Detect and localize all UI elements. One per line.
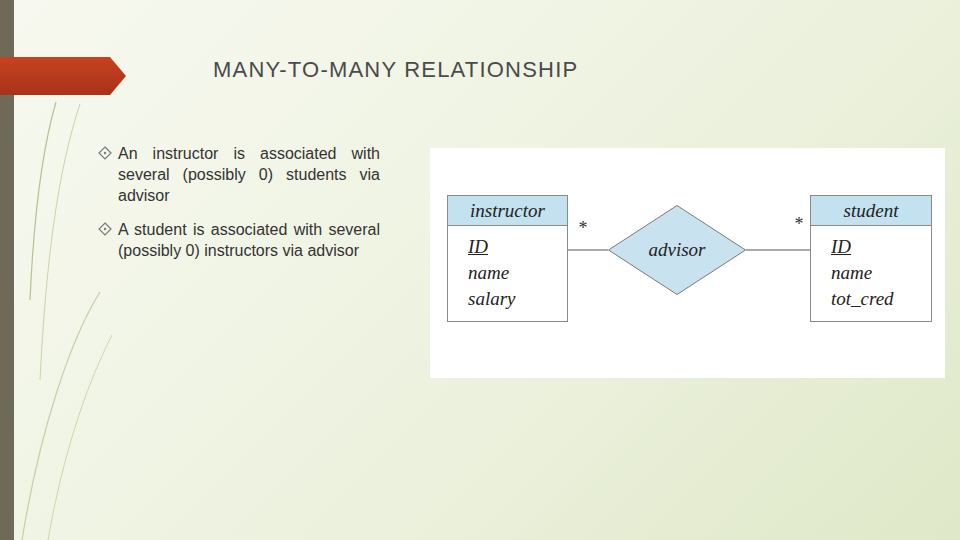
diagram-panel bbox=[430, 148, 945, 378]
decor-curve bbox=[40, 104, 80, 380]
slide-title: MANY-TO-MANY RELATIONSHIP bbox=[213, 57, 578, 83]
primary-key-attribute: ID bbox=[831, 234, 851, 260]
multiplicity-label: * bbox=[577, 218, 590, 238]
entity-box: studentIDnametot_cred bbox=[810, 195, 932, 322]
connector-line bbox=[568, 250, 608, 251]
bullet-symbol bbox=[99, 147, 111, 159]
multiplicity-label: * bbox=[793, 214, 806, 234]
attribute: name bbox=[468, 260, 509, 286]
entity-box: instructorIDnamesalary bbox=[447, 195, 568, 322]
attribute: name bbox=[831, 260, 872, 286]
bullet-text: A student is associated with several (po… bbox=[118, 219, 380, 261]
primary-key-attribute: ID bbox=[468, 234, 488, 260]
bullet-text: An instructor is associated with several… bbox=[118, 143, 380, 206]
decor-curve bbox=[30, 102, 56, 300]
attribute-list: IDnametot_cred bbox=[811, 226, 931, 321]
entity-header: student bbox=[811, 196, 931, 226]
entity-name: student bbox=[844, 200, 899, 222]
title-arrow bbox=[0, 57, 126, 95]
relationship-diamond: advisor bbox=[608, 205, 746, 295]
relationship-name: advisor bbox=[649, 239, 706, 261]
attribute-list: IDnamesalary bbox=[448, 226, 567, 321]
entity-name: instructor bbox=[470, 200, 545, 222]
entity-header: instructor bbox=[448, 196, 567, 226]
decor-curve bbox=[48, 335, 112, 540]
decor-curve bbox=[22, 292, 100, 540]
connector-line bbox=[746, 250, 810, 251]
bullet-symbol bbox=[99, 223, 111, 235]
attribute: tot_cred bbox=[831, 286, 894, 312]
attribute: salary bbox=[468, 286, 516, 312]
diamond-shape bbox=[609, 206, 746, 295]
